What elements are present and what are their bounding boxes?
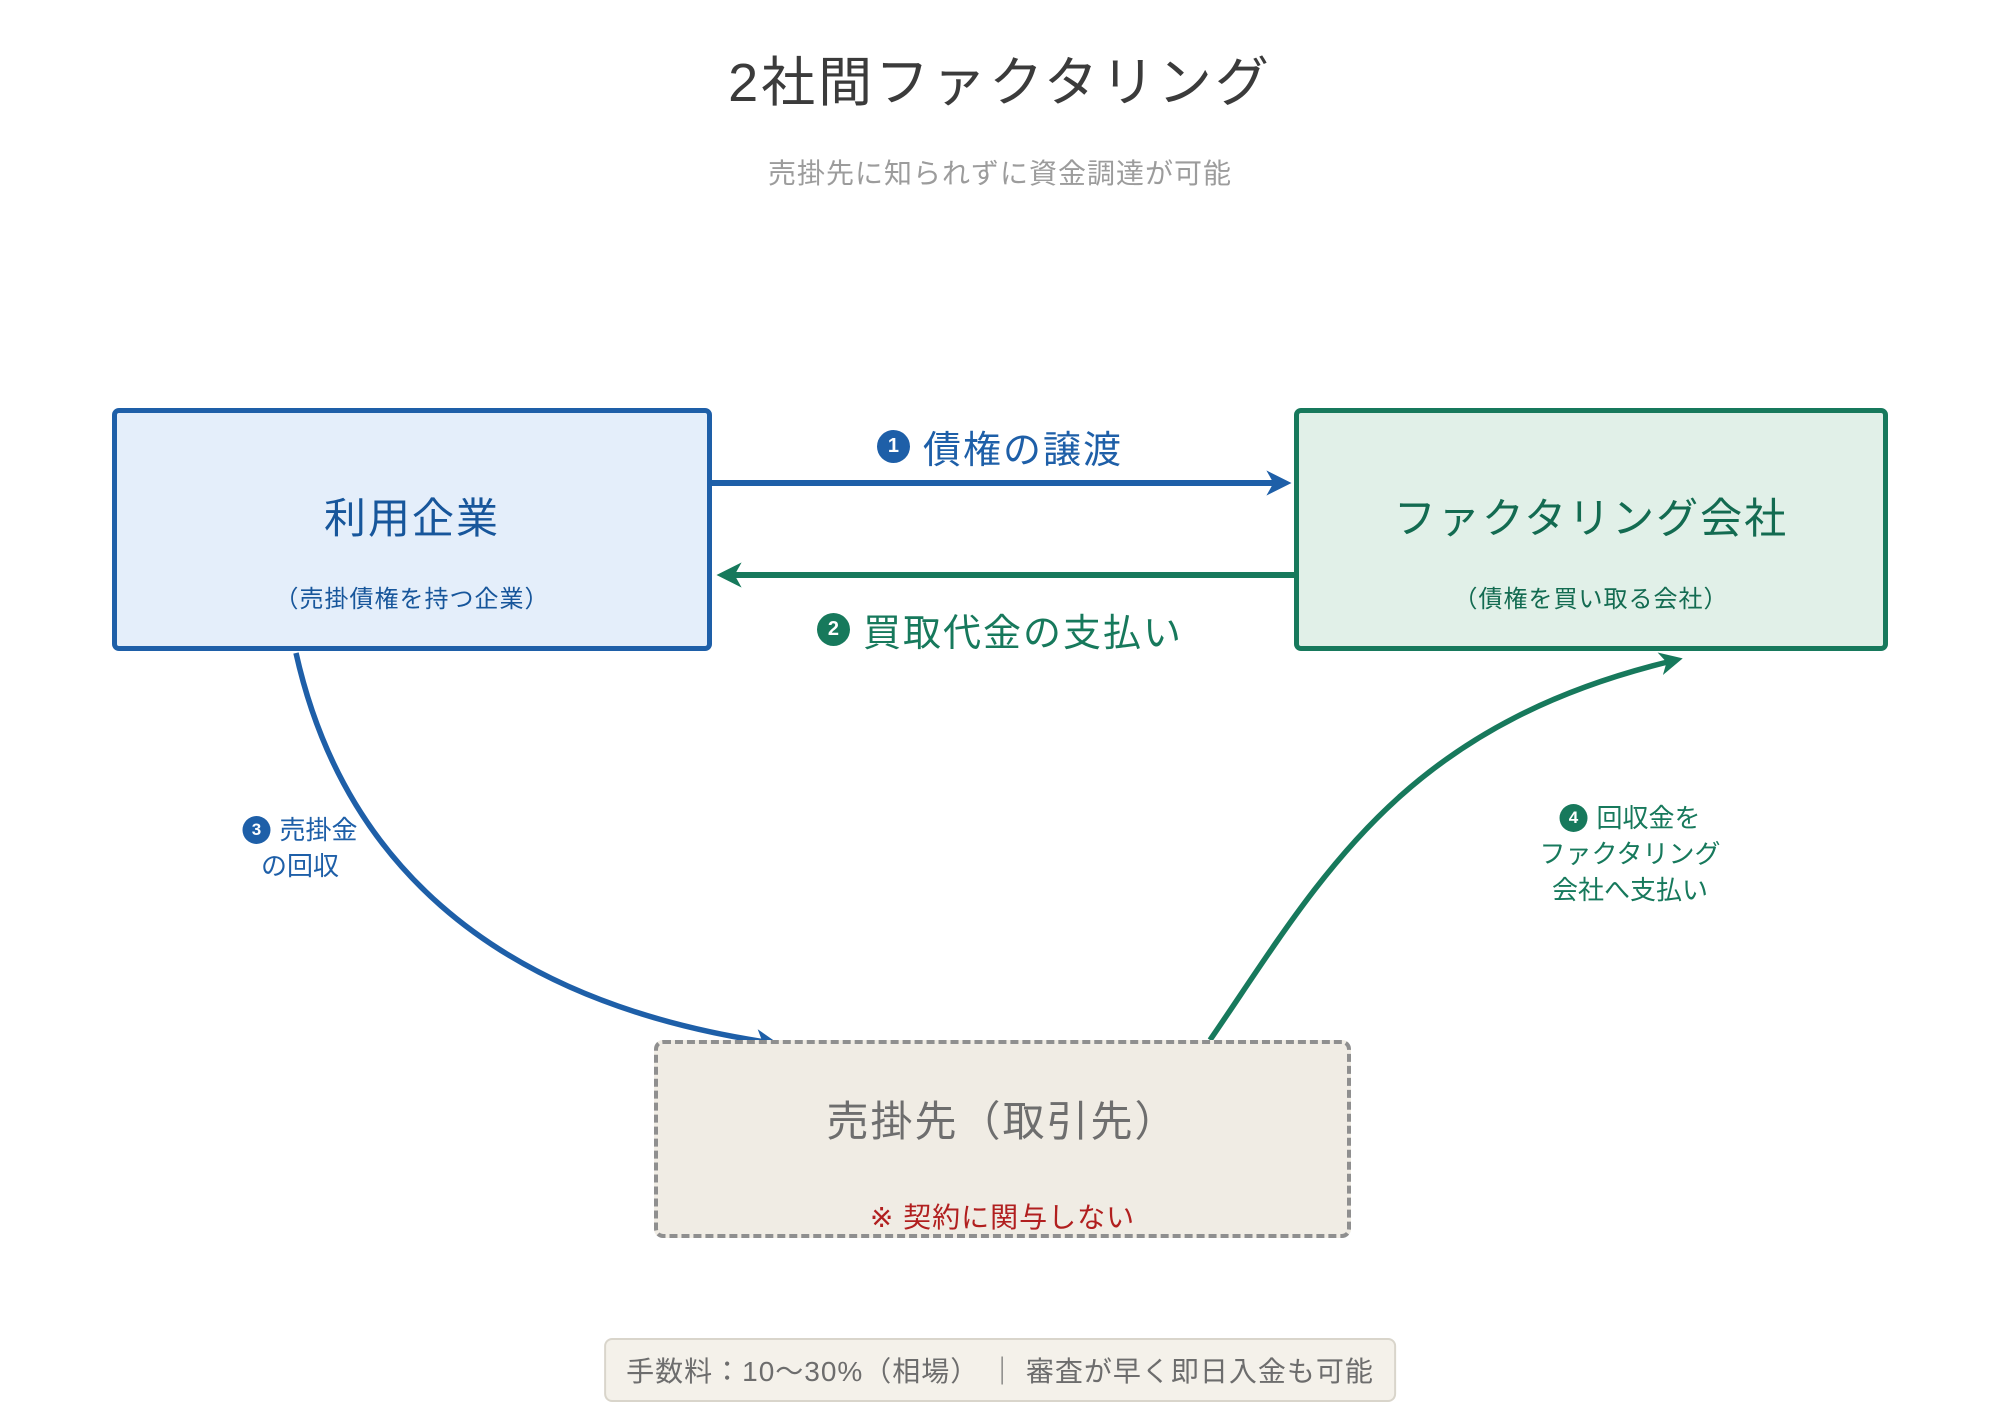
flow3-label: 3 売掛金 の回収 [242, 812, 358, 884]
flow4-label-line1: 回収金を [1596, 803, 1701, 833]
page-title: 2社間ファクタリング [728, 53, 1272, 113]
factoring-company-title: ファクタリング会社 [1393, 495, 1789, 542]
flow3-arrow [293, 652, 779, 1053]
flow4-label-line2: ファクタリング [1539, 839, 1721, 869]
flow4-label-line3: 会社へ支払い [1551, 875, 1708, 905]
flow2-label-text: 買取代金の支払い [862, 613, 1184, 655]
flow1-number-badge: 1 [876, 430, 910, 463]
flow3-label-line2: の回収 [260, 851, 340, 881]
flow2-label: 2 買取代金の支払い [816, 602, 1184, 657]
client-box: 売掛先（取引先） ※ 契約に関与しない [654, 1040, 1351, 1238]
flow4-number-badge: 4 [1559, 804, 1588, 832]
client-title: 売掛先（取引先） [826, 1098, 1179, 1145]
flow3-label-line1: 売掛金 [279, 815, 358, 845]
client-note: ※ 契約に関与しない [869, 1202, 1136, 1233]
user-company-box: 利用企業 （売掛債権を持つ企業） [112, 408, 712, 651]
user-company-title: 利用企業 [323, 495, 500, 542]
flow1-label: 1 債権の譲渡 [876, 419, 1124, 474]
factoring-company-subtitle: （債権を買い取る会社） [1453, 586, 1729, 613]
user-company-subtitle: （売掛債権を持つ企業） [274, 586, 550, 613]
flow1-label-text: 債権の譲渡 [922, 430, 1124, 472]
fee-note: 手数料：10〜30%（相場） ｜ 審査が早く即日入金も可能 [604, 1338, 1396, 1402]
flow4-label: 4 回収金を ファクタリング 会社へ支払い [1540, 800, 1721, 908]
page-subtitle: 売掛先に知られずに資金調達が可能 [767, 158, 1232, 189]
flow3-number-badge: 3 [242, 816, 271, 844]
flow2-number-badge: 2 [816, 613, 850, 646]
factoring-company-box: ファクタリング会社 （債権を買い取る会社） [1294, 408, 1888, 651]
